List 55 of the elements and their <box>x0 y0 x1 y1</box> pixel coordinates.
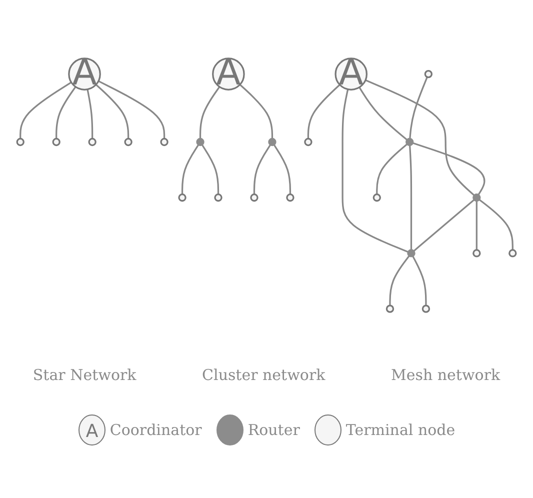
node-circle: A <box>212 58 245 91</box>
connector <box>412 142 486 196</box>
node-circle <box>88 138 96 146</box>
node-circle <box>160 138 168 146</box>
node-circle <box>196 138 204 146</box>
connector <box>253 144 272 195</box>
connector <box>273 144 292 195</box>
node-circle <box>268 138 276 146</box>
node-circle <box>472 194 481 202</box>
connector <box>389 256 410 306</box>
connector <box>476 201 478 250</box>
network-caption: Cluster network <box>202 366 326 384</box>
node-circle <box>214 194 222 202</box>
node-circle <box>124 138 132 146</box>
connector <box>409 77 428 140</box>
node-circle <box>178 194 186 202</box>
connector <box>201 144 220 195</box>
node-circle <box>406 138 414 146</box>
node-circle <box>286 194 294 202</box>
connector <box>358 87 408 141</box>
network-caption: Star Network <box>32 366 136 384</box>
connector <box>181 144 200 195</box>
connector <box>413 200 475 252</box>
node-circle: A <box>68 58 101 91</box>
node-circle <box>304 138 312 146</box>
connector <box>412 256 427 306</box>
connector <box>342 90 409 254</box>
legend-label: Router <box>248 421 300 439</box>
connector <box>86 90 94 140</box>
node-circle <box>508 250 517 258</box>
node-circle <box>407 250 416 258</box>
legend-label: Coordinator <box>110 421 202 439</box>
connector <box>376 144 408 195</box>
network-caption: Mesh network <box>391 366 500 384</box>
node-circle <box>16 138 24 146</box>
coordinator-symbol: A <box>78 414 106 446</box>
connector <box>199 86 220 140</box>
connector <box>239 84 274 140</box>
node-circle <box>422 305 430 314</box>
legend-label: Terminal node <box>346 421 456 439</box>
node-circle <box>250 194 258 202</box>
connector <box>408 146 412 250</box>
node-circle: A <box>334 58 368 91</box>
connector <box>56 86 76 140</box>
connector <box>365 80 475 196</box>
connector <box>95 84 130 140</box>
node-circle <box>472 250 481 258</box>
node-circle <box>424 70 432 79</box>
connector <box>307 84 340 140</box>
node-circle <box>372 194 381 202</box>
node-circle <box>52 138 60 146</box>
node-circle <box>386 305 394 314</box>
connector <box>98 80 166 140</box>
connector <box>478 199 514 250</box>
connector <box>20 82 72 140</box>
